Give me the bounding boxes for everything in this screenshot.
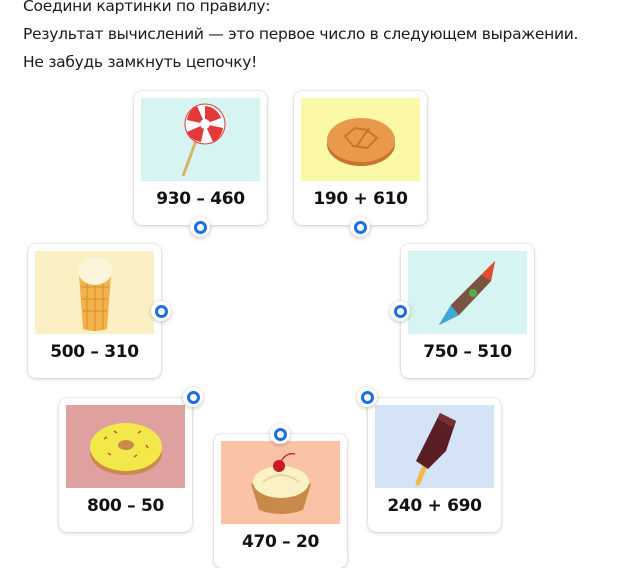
connector-dot-cookie[interactable]: [350, 217, 370, 237]
card-label: 470 – 20: [241, 532, 320, 552]
popsicle-icon: [375, 405, 494, 488]
card-popsicle[interactable]: 240 + 690: [368, 398, 501, 532]
instruction-line-3: Не забудь замкнуть цепочку!: [23, 53, 258, 71]
instruction-line-2: Результат вычислений — это первое число …: [23, 25, 579, 43]
card-label: 930 – 460: [156, 189, 245, 209]
card-lollipop[interactable]: 930 – 460: [134, 91, 267, 225]
card-cookie[interactable]: 190 + 610: [294, 91, 427, 225]
card-ice-cream-cone[interactable]: 500 – 310: [28, 244, 161, 378]
candy-icon: [408, 251, 527, 334]
card-tartlet[interactable]: 470 – 20: [214, 434, 347, 568]
card-label: 240 + 690: [387, 496, 482, 516]
tartlet-icon: [221, 441, 340, 524]
instructions: Соедини картинки по правилу: Результат в…: [23, 0, 578, 76]
connector-dot-donut[interactable]: [183, 387, 203, 407]
connector-dot-tartlet[interactable]: [270, 424, 290, 444]
cookie-icon: [301, 98, 420, 181]
donut-icon: [66, 405, 185, 488]
connector-dot-popsicle[interactable]: [357, 387, 377, 407]
card-label: 190 + 610: [313, 189, 408, 209]
lollipop-icon: [141, 98, 260, 181]
card-donut[interactable]: 800 – 50: [59, 398, 192, 532]
card-label: 500 – 310: [50, 342, 139, 362]
card-label: 800 – 50: [86, 496, 165, 516]
connector-dot-lollipop[interactable]: [190, 217, 210, 237]
ice-cream-cone-icon: [35, 251, 154, 334]
connector-dot-ice-cream-cone[interactable]: [151, 301, 171, 321]
card-candy[interactable]: 750 – 510: [401, 244, 534, 378]
instruction-line-1: Соедини картинки по правилу:: [23, 0, 271, 15]
card-label: 750 – 510: [423, 342, 512, 362]
connector-dot-candy[interactable]: [390, 301, 410, 321]
